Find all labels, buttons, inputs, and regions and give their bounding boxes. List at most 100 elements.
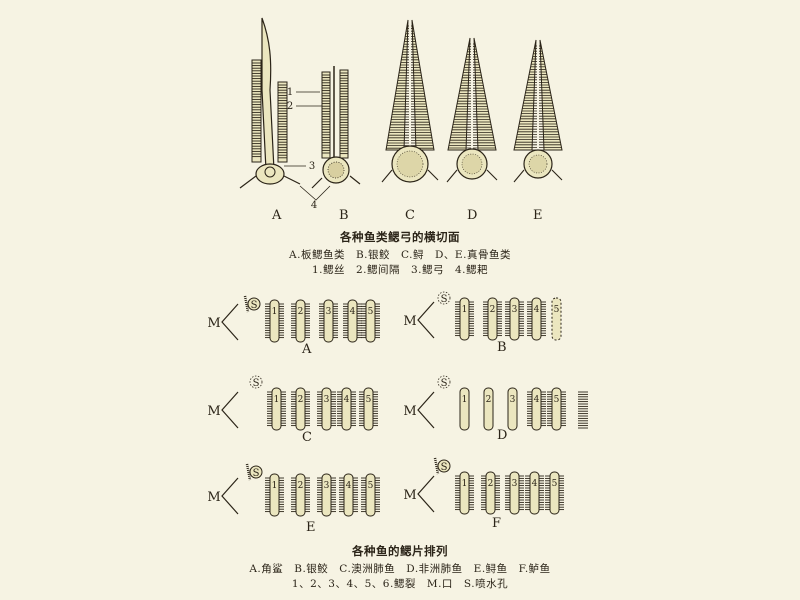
hemibranch-left	[267, 391, 272, 427]
slit-number: 2	[488, 479, 494, 489]
gill-raker	[381, 169, 439, 183]
slit-outline	[365, 299, 376, 343]
mouth-curve	[221, 303, 239, 341]
hemibranch-right	[305, 477, 310, 513]
fig1-title: 各种鱼类鳃弓的横切面	[340, 230, 460, 244]
filament-left	[251, 59, 262, 163]
slit-outline	[347, 299, 358, 343]
slit-number: 4	[534, 395, 540, 405]
hemibranch-right	[541, 301, 546, 337]
slit-number: 5	[554, 395, 560, 405]
hemibranch-right	[497, 301, 502, 337]
slit-number: 2	[486, 395, 492, 405]
hemibranch-left	[317, 477, 322, 513]
hemibranch-left	[359, 391, 364, 427]
gill-slit: 5	[551, 297, 562, 341]
gill-raker	[311, 175, 361, 189]
spiracle-circle	[437, 459, 451, 473]
fig1-panel-d	[446, 37, 498, 183]
hemibranch-left	[317, 391, 322, 427]
hemibranch-right	[561, 391, 566, 427]
slit-number: 5	[552, 479, 558, 489]
hemibranch-right	[305, 303, 310, 339]
gill-slit: 4	[339, 473, 358, 517]
slit-number: 4	[346, 481, 352, 491]
hemibranch-right	[353, 477, 358, 513]
filament-right	[411, 19, 435, 151]
mouth-label: M	[403, 404, 416, 419]
filament-hatching	[252, 62, 261, 158]
gill-slit: 1	[455, 471, 474, 515]
fig1-label-b: B	[339, 208, 349, 223]
hemibranch-left	[527, 391, 532, 427]
cartilage	[461, 153, 483, 175]
slit-number: 2	[298, 307, 304, 317]
gill-slit: 3	[505, 297, 524, 341]
hemibranch-right	[279, 303, 284, 339]
hemibranch-left	[455, 301, 460, 337]
slit-outline	[459, 387, 470, 431]
hemibranch-right	[331, 477, 336, 513]
hemibranch-left	[319, 303, 324, 339]
fig2-legend-2: 1、2、3、4、5、6.鳃裂 M.口 S.喷水孔	[291, 578, 509, 590]
filament-body	[277, 81, 288, 163]
hemibranch-right	[279, 477, 284, 513]
slit-outline	[551, 387, 562, 431]
spiracle-circle	[249, 465, 263, 479]
slit-outline	[295, 387, 306, 431]
slit-outline	[363, 387, 374, 431]
mouth-outline: M	[207, 303, 239, 341]
slit-outline	[321, 387, 332, 431]
mouth-curve	[417, 475, 435, 513]
spiracle-circle	[249, 375, 263, 389]
cartilage	[396, 150, 424, 178]
hemibranch-left	[505, 301, 510, 337]
spiracle-label: S	[253, 468, 260, 479]
hemibranch-right	[519, 475, 524, 511]
slit-number: 3	[324, 481, 330, 491]
spiracle: S	[243, 295, 261, 313]
slit-number: 3	[324, 395, 330, 405]
slit-outline	[323, 299, 334, 343]
slit-number: 5	[368, 307, 374, 317]
slit-number: 3	[510, 395, 516, 405]
hemibranch-left	[481, 475, 486, 511]
gill-slit: 5	[361, 299, 380, 343]
slit-number: 1	[462, 395, 468, 405]
fig1-panel-c	[381, 19, 439, 183]
gill-slit: 5	[361, 473, 380, 517]
slit-outline	[487, 297, 498, 341]
slit-outline	[365, 473, 376, 517]
hemibranch-right	[541, 391, 546, 427]
slit-number: 2	[490, 305, 496, 315]
spiracle-circle	[437, 291, 451, 305]
hemibranch-right	[333, 303, 338, 339]
hemibranch-right	[559, 475, 564, 511]
hemibranch-right	[375, 303, 380, 339]
slit-outline	[551, 297, 562, 341]
slit-number: 1	[462, 479, 468, 489]
hemibranch-left	[505, 475, 510, 511]
slit-outline	[321, 473, 332, 517]
hemibranch-right	[375, 477, 380, 513]
hemibranch-left	[361, 477, 366, 513]
spiracle-circle	[437, 375, 451, 389]
gill-slit: 5	[547, 387, 566, 431]
slit-outline	[509, 297, 520, 341]
fig1-label-e: E	[533, 208, 543, 223]
slit-number: 4	[534, 305, 540, 315]
slit-outline	[531, 297, 542, 341]
hemibranch-left	[265, 303, 270, 339]
mouth-label: M	[403, 314, 416, 329]
filament-right	[473, 37, 497, 151]
slit-number: 3	[326, 307, 332, 317]
mouth-outline: M	[207, 477, 239, 515]
gill-slit: 1	[455, 297, 474, 341]
extra-gill-filaments	[578, 391, 588, 429]
filament-body	[339, 69, 349, 159]
hemibranch-right	[373, 391, 378, 427]
